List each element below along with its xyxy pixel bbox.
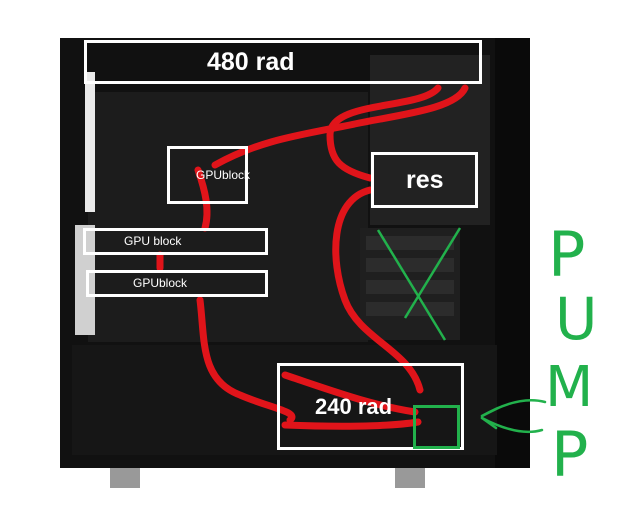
res-label-text: res xyxy=(406,166,444,194)
pump-letter-p1: P xyxy=(548,218,586,291)
pump-box xyxy=(413,405,460,449)
gpublock-top-label-text: GPUblock xyxy=(196,168,251,182)
gpublock-top-label: GPUblock xyxy=(167,146,251,204)
case-foot-right xyxy=(395,468,425,488)
cross-out-mark xyxy=(376,227,462,341)
rad-240-label-text: 240 rad xyxy=(315,394,393,419)
gpu-block-mid-label-text: GPU block xyxy=(124,234,182,248)
case-foot-left xyxy=(110,468,140,488)
rad-480-label-text: 480 rad xyxy=(207,48,295,76)
rad-240-label: 240 rad xyxy=(277,363,464,450)
pump-letter-m: M xyxy=(545,355,594,420)
tubing xyxy=(156,84,469,430)
gpublock-low-label-text: GPUblock xyxy=(133,276,188,290)
rear-fan xyxy=(85,72,95,212)
rad-480-label: 480 rad xyxy=(84,40,482,84)
gpu-block-mid-label: GPU block xyxy=(83,228,268,255)
pump-letter-p2: P xyxy=(551,418,589,491)
gpublock-low-label: GPUblock xyxy=(86,270,268,297)
pump-letter-u: U xyxy=(555,285,598,353)
pump-arrow xyxy=(480,399,547,434)
res-label: res xyxy=(371,152,478,208)
case-front-panel xyxy=(495,38,530,468)
